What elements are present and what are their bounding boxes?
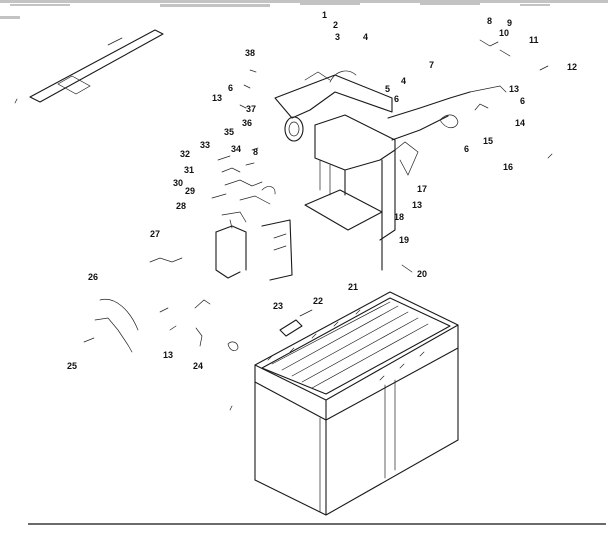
part-number-36: 36 bbox=[242, 118, 253, 128]
part-number-13b: 13 bbox=[509, 84, 520, 94]
part-number-8: 8 bbox=[487, 16, 493, 26]
part-number-14: 14 bbox=[515, 118, 526, 128]
part-number-35: 35 bbox=[224, 127, 235, 137]
part-number-21: 21 bbox=[348, 282, 359, 292]
part-number-11: 11 bbox=[529, 35, 539, 45]
part-number-27: 27 bbox=[150, 229, 161, 239]
part-number-13a: 13 bbox=[212, 93, 223, 103]
part-number-30: 30 bbox=[173, 178, 184, 188]
part-number-32: 32 bbox=[180, 149, 191, 159]
part-number-6a: 6 bbox=[228, 83, 234, 93]
part-number-7: 7 bbox=[429, 60, 435, 70]
motor-block bbox=[215, 211, 293, 281]
part-number-28: 28 bbox=[176, 201, 187, 211]
part-number-17: 17 bbox=[417, 184, 428, 194]
slide-plate bbox=[14, 29, 164, 104]
part-number-2: 2 bbox=[333, 20, 339, 30]
part-number-33: 33 bbox=[200, 140, 211, 150]
part-number-3: 3 bbox=[335, 32, 341, 42]
part-number-10: 10 bbox=[499, 28, 510, 38]
part-number-9: 9 bbox=[507, 18, 513, 28]
part-number-29: 29 bbox=[185, 186, 196, 196]
part-number-19: 19 bbox=[399, 235, 410, 245]
part-number-22: 22 bbox=[313, 296, 324, 306]
part-number-25: 25 bbox=[67, 361, 78, 371]
part-number-16: 16 bbox=[503, 162, 514, 172]
scan-noise bbox=[0, 0, 608, 19]
part-number-12: 12 bbox=[567, 62, 578, 72]
part-number-4a: 4 bbox=[363, 32, 369, 42]
part-number-31: 31 bbox=[184, 165, 195, 175]
part-number-18: 18 bbox=[394, 212, 405, 222]
tank-basin bbox=[254, 291, 459, 421]
part-number-34: 34 bbox=[231, 144, 242, 154]
part-number-8b: 8 bbox=[253, 147, 259, 157]
part-number-1: 1 bbox=[322, 10, 328, 20]
loose-parts-left bbox=[83, 257, 239, 411]
part-number-15: 15 bbox=[483, 136, 494, 146]
part-number-23: 23 bbox=[273, 301, 284, 311]
part-number-13c: 13 bbox=[412, 200, 423, 210]
part-number-5: 5 bbox=[385, 84, 391, 94]
part-number-37: 37 bbox=[246, 104, 257, 114]
cabinet-base bbox=[254, 347, 459, 516]
part-number-38: 38 bbox=[245, 48, 256, 58]
part-number-24: 24 bbox=[193, 361, 204, 371]
small-parts-cluster bbox=[211, 147, 276, 205]
actuator-arm bbox=[387, 39, 553, 159]
central-frame bbox=[304, 114, 419, 273]
part-number-26: 26 bbox=[88, 272, 99, 282]
part-number-13d: 13 bbox=[163, 350, 174, 360]
part-number-4b: 4 bbox=[401, 76, 407, 86]
spring-connector bbox=[279, 309, 313, 337]
part-number-20: 20 bbox=[417, 269, 428, 279]
part-number-6d: 6 bbox=[464, 144, 470, 154]
part-number-6b: 6 bbox=[394, 94, 400, 104]
upper-mechanism-plate bbox=[239, 69, 393, 142]
part-number-6c: 6 bbox=[520, 96, 526, 106]
